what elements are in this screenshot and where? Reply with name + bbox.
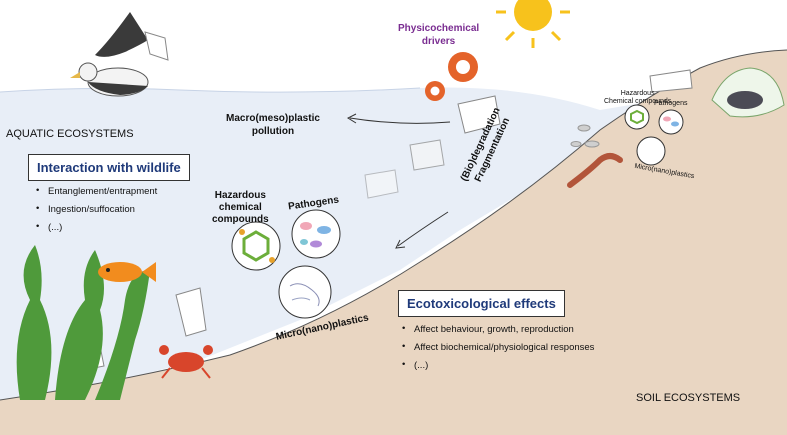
mole-icon <box>711 67 785 118</box>
pathogens-small-label: Pathogens <box>654 100 688 107</box>
list-item: (...) <box>36 221 157 233</box>
list-item: Affect behaviour, growth, reproduction <box>402 323 594 335</box>
macro-pollution-label: Macro(meso)plastic pollution <box>226 113 320 137</box>
ecotox-title: Ecotoxicological effects <box>407 296 556 311</box>
arrow-icon <box>346 113 451 249</box>
earthworm-icon <box>567 153 623 188</box>
molecule-small-icon <box>624 104 650 130</box>
bacteria-icon <box>291 209 341 259</box>
list-item: Entanglement/entrapment <box>36 185 157 197</box>
fish-icon <box>98 262 156 282</box>
shoreline <box>0 49 787 401</box>
seaweed-icon <box>16 245 150 400</box>
list-item: Ingestion/suffocation <box>36 203 157 215</box>
sun-icon <box>496 0 570 48</box>
soil-ecosystems-label: SOIL ECOSYSTEMS <box>636 392 741 404</box>
molecule-icon <box>231 221 281 271</box>
drivers-label: Physicochemical drivers <box>398 23 480 47</box>
wildlife-title: Interaction with wildlife <box>37 160 181 175</box>
list-item: (...) <box>402 359 594 371</box>
bacteria-small-icon <box>658 109 684 135</box>
albatross-icon <box>70 12 169 97</box>
wildlife-title-box: Interaction with wildlife <box>28 154 190 181</box>
wildlife-list: Entanglement/entrapment Ingestion/suffoc… <box>36 185 157 240</box>
microplastic-small-icon <box>636 136 666 166</box>
aquatic-ecosystems-label: AQUATIC ECOSYSTEMS <box>6 128 134 140</box>
hazardous-label: Hazardous chemical compounds <box>212 190 269 225</box>
water-surface-line <box>0 87 421 93</box>
ecotox-title-box: Ecotoxicological effects <box>398 290 565 317</box>
crab-icon <box>159 345 213 379</box>
microplastic-icon <box>278 265 332 319</box>
list-item: Affect biochemical/physiological respons… <box>402 341 594 353</box>
soil-particles <box>570 124 600 148</box>
ecotox-list: Affect behaviour, growth, reproduction A… <box>402 323 594 378</box>
hazardous-small-label: Hazardous Chemical compounds <box>604 90 672 105</box>
gear-icon <box>425 52 478 101</box>
